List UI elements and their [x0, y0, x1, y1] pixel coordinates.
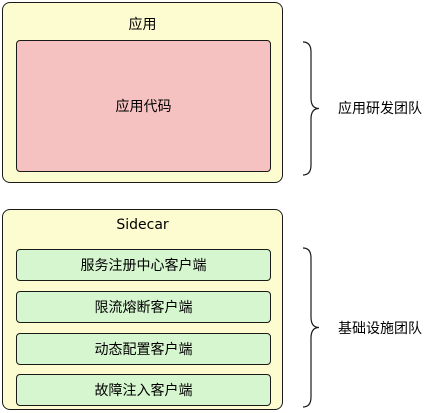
client-box-dynamic-config: 动态配置客户端 — [16, 333, 271, 365]
infrastructure-team-brace — [302, 247, 320, 408]
client-box-rate-limit: 限流熔断客户端 — [16, 291, 271, 323]
sidecar-container: Sidecar 服务注册中心客户端 限流熔断客户端 动态配置客户端 故障注入客户… — [2, 209, 283, 410]
application-code-label: 应用代码 — [115, 99, 172, 115]
client-box-service-registry: 服务注册中心客户端 — [16, 249, 271, 281]
application-title: 应用 — [128, 17, 157, 33]
application-container: 应用 应用代码 — [2, 2, 283, 183]
client-label: 动态配置客户端 — [94, 342, 193, 358]
client-label: 限流熔断客户端 — [94, 300, 193, 316]
client-box-fault-injection: 故障注入客户端 — [16, 374, 271, 406]
application-team-label: 应用研发团队 — [338, 101, 422, 117]
sidecar-title: Sidecar — [116, 217, 169, 233]
client-label: 服务注册中心客户端 — [80, 258, 207, 274]
application-code-box: 应用代码 — [16, 40, 271, 172]
application-team-brace — [302, 41, 320, 176]
infrastructure-team-label: 基础设施团队 — [338, 321, 422, 337]
client-label: 故障注入客户端 — [94, 383, 193, 399]
